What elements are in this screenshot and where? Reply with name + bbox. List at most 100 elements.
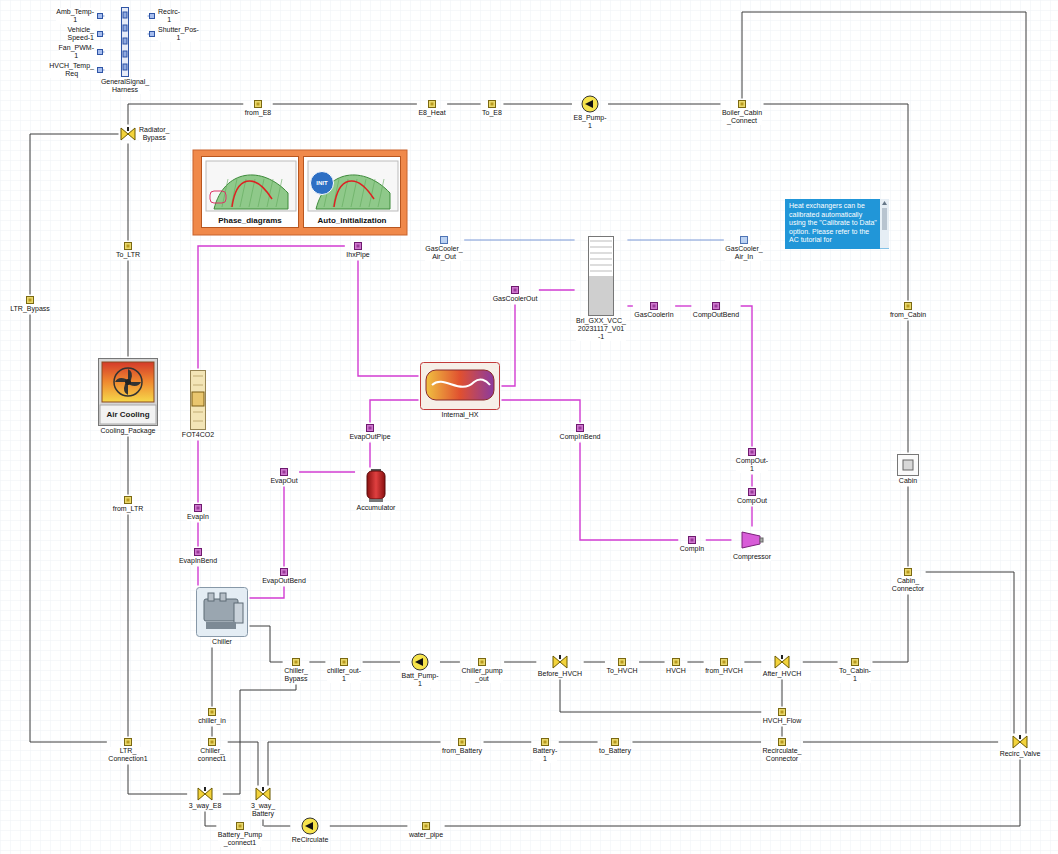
signal-harness-shape — [123, 64, 127, 70]
internal-heat-exchanger-shape — [421, 363, 500, 410]
refrigerant-line — [627, 305, 632, 306]
internal-heat-exchanger-drawing — [420, 362, 500, 410]
coolant-connector-icon — [340, 658, 348, 666]
component-label: To_Cabin-1 — [839, 667, 871, 683]
coolant-connector: HVCH_Flow — [763, 708, 802, 725]
coolant-connector-shape — [29, 299, 32, 302]
component-label: LTR_Bypass — [10, 305, 50, 313]
coolant-connector-shape — [854, 661, 857, 664]
refrigerant-line — [358, 261, 419, 377]
pump-symbol-shape — [585, 100, 593, 108]
coolant-connector-shape — [27, 297, 34, 304]
coolant-line — [632, 742, 761, 743]
coolant-line — [363, 662, 400, 663]
three-way-valve-shape — [781, 655, 783, 659]
coolant-connector-shape — [741, 103, 744, 106]
signal-harness-icon — [121, 7, 129, 77]
gas-cooler-shape — [590, 253, 612, 254]
component-label: Vehicle_ Speed-1 — [68, 26, 94, 42]
orifice-valve-shape — [193, 421, 203, 422]
component-label: Internal_HX — [442, 411, 479, 419]
refrigerant-connector-shape — [281, 569, 288, 576]
coolant-connector-shape — [675, 661, 678, 664]
coolant-connector: Chiller_pump _out — [461, 658, 502, 683]
component-label: chiller_out-1 — [327, 667, 361, 683]
coolant-connector: water_pipe — [409, 822, 443, 839]
coolant-line — [504, 662, 536, 663]
coolant-connector-shape — [905, 303, 912, 310]
three-way-valve-shape — [560, 656, 567, 668]
component-label: LTR_ Connection1 — [108, 747, 147, 763]
pump-symbol-icon — [411, 653, 429, 671]
tool-picture — [232, 181, 272, 207]
pump-symbol-shape — [582, 96, 598, 112]
component-label: Radiator_ Bypass — [139, 126, 169, 142]
refrigerant-connector-drawing — [688, 536, 696, 544]
orifice-valve-shape — [193, 376, 203, 377]
refrigerant-line — [502, 305, 516, 387]
coolant-connector-shape — [479, 659, 486, 666]
coolant-connector-shape — [127, 245, 130, 248]
coolant-connector: chiller_in — [198, 708, 226, 725]
refrigerant-connector-icon — [194, 504, 202, 512]
air-connector: GasCooler_ Air_In — [725, 236, 762, 261]
coolant-line — [926, 572, 1014, 734]
pump-symbol-drawing — [581, 95, 599, 113]
coolant-connector-shape — [431, 103, 434, 106]
gas-cooler-shape — [589, 276, 613, 315]
tool-tile: INITAuto_Initialization — [303, 156, 401, 228]
coolant-connector-icon — [124, 496, 132, 504]
coolant-connector-drawing — [208, 738, 216, 746]
coolant-connector-icon — [254, 100, 262, 108]
orifice-valve-shape — [193, 385, 203, 386]
refrigerant-connector-icon — [712, 302, 720, 310]
coolant-line — [447, 104, 480, 105]
coolant-connector-icon — [208, 708, 216, 716]
coolant-connector-icon — [778, 738, 786, 746]
tool-picture — [334, 181, 374, 207]
orifice-valve: FOT4CO2 — [182, 370, 214, 439]
coolant-line — [128, 765, 187, 795]
air-connector: GasCooler_ Air_Out — [425, 236, 462, 261]
three-way-valve-drawing — [1012, 735, 1028, 749]
signal-harness-shape — [122, 8, 129, 77]
orifice-valve-shape — [191, 371, 206, 430]
component-label: from_Cabin — [890, 311, 926, 319]
refrigerant-connector: GasCoolerOut — [493, 286, 538, 303]
signal-sensor-icon — [97, 31, 103, 37]
component-label: EvapOutBend — [262, 577, 306, 585]
coolant-line — [608, 104, 720, 105]
coolant-line — [128, 104, 243, 125]
refrigerant-connector-shape — [651, 303, 658, 310]
gas-cooler-shape — [589, 237, 614, 316]
tool-picture — [351, 179, 357, 207]
coolant-connector-drawing — [124, 738, 132, 746]
refrigerant-connector-icon — [280, 468, 288, 476]
chiller-shape — [220, 593, 226, 601]
refrigerant-line — [751, 507, 752, 527]
coolant-connector-shape — [209, 739, 216, 746]
coolant-line — [639, 662, 665, 663]
signal-line — [627, 240, 723, 241]
component-label: IhxPipe — [346, 251, 369, 259]
coolant-connector-drawing — [611, 738, 619, 746]
signal-sensor-icon — [97, 67, 103, 73]
component-label: CompOut — [737, 497, 767, 505]
coolant-connector-drawing — [672, 658, 680, 666]
coolant-connector-drawing — [778, 708, 786, 716]
cabin-volume-shape — [903, 460, 913, 470]
signal-sensor-icon — [149, 13, 155, 19]
coolant-line — [212, 727, 213, 737]
coolant-line — [484, 742, 532, 743]
coolant-connector-icon — [778, 708, 786, 716]
signal-sensor-drawing — [97, 49, 103, 55]
coolant-connector-icon — [428, 100, 436, 108]
three-way-valve-icon — [774, 655, 790, 669]
refrigerant-connector-shape — [749, 489, 756, 496]
refrigerant-line — [197, 523, 198, 547]
refrigerant-connector: EvapInBend — [179, 548, 217, 565]
accumulator-shape — [369, 499, 383, 502]
coolant-connector-drawing — [254, 100, 262, 108]
refrigerant-connector-drawing — [280, 468, 288, 476]
component-label: Recirc_Valve — [1000, 750, 1041, 758]
